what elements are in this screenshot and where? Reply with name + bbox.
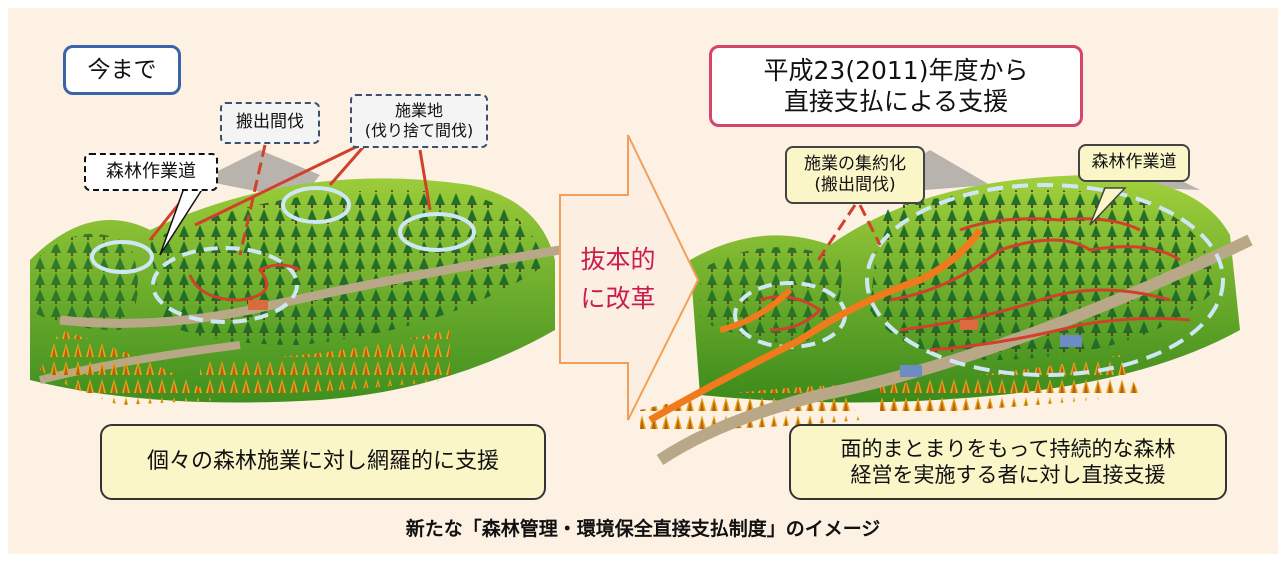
left-scene — [30, 143, 561, 405]
reform-arrow-shape — [559, 134, 700, 421]
left-label-site: 施業地 (伐り捨て間伐) — [350, 94, 488, 148]
right-scene — [640, 150, 1253, 465]
left-label-thinning: 搬出間伐 — [220, 102, 320, 144]
reform-arrow-text: 抜本的 に改革 — [580, 245, 656, 313]
left-label-road: 森林作業道 — [84, 153, 218, 191]
figure-caption: 新たな「森林管理・環境保全直接支払制度」のイメージ — [405, 518, 881, 541]
right-label-consolidation: 施業の集約化 (搬出間伐) — [785, 146, 925, 204]
left-caption: 個々の森林施業に対し網羅的に支援 — [100, 424, 546, 500]
right-label-road: 森林作業道 — [1078, 144, 1190, 182]
right-caption: 面的まとまりをもって持続的な森林 経営を実施する者に対し直接支援 — [789, 424, 1227, 500]
right-title-box: 平成23(2011)年度から 直接支払による支援 — [709, 45, 1083, 127]
left-title-box: 今まで — [63, 45, 181, 95]
